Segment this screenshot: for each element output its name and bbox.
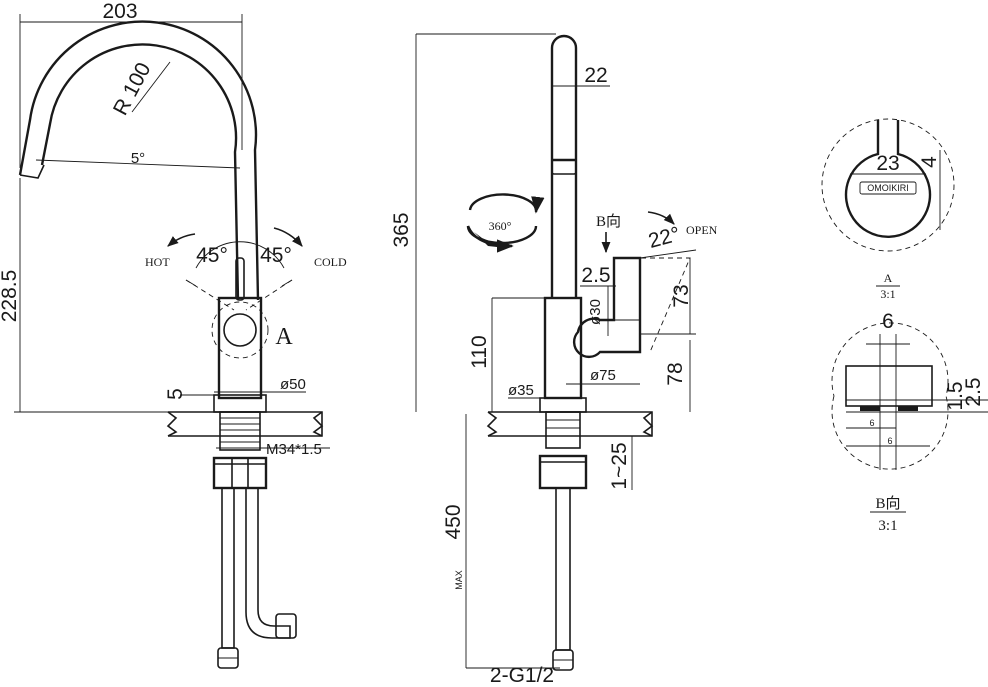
- detail-b-scale: 3:1: [878, 518, 897, 534]
- side-countertop: [488, 411, 653, 437]
- width-203-dim: 203: [102, 0, 137, 23]
- base-thickness-dim: 5: [164, 388, 187, 400]
- open-label: OPEN: [686, 223, 718, 237]
- brand-logo: OMOIKIRI: [867, 183, 909, 193]
- rotation-arrow: [468, 193, 545, 214]
- front-view: 203 R 100 5° 228.5 45° 45° HOT COLD A 5: [0, 0, 347, 669]
- handle-height-dim: 73: [670, 284, 693, 307]
- handle-dia-dim: ø30: [587, 299, 604, 325]
- hose-thread-dim: 2-G1/2: [490, 664, 554, 687]
- spout-dia-dim: 22: [584, 64, 607, 87]
- height-365-dim: 365: [390, 212, 413, 247]
- detail-b-dim-1: 1.5: [944, 381, 967, 410]
- base-dia-dim: ø50: [280, 376, 306, 393]
- cold-angle: 45°: [260, 244, 292, 267]
- handle-reach-dim: ø75: [590, 367, 616, 384]
- faucet-body: [217, 296, 263, 400]
- detail-a: 23 4 OMOIKIRI A 3:1: [821, 118, 955, 301]
- detail-a-depth: 4: [918, 156, 941, 168]
- spout-outer: [18, 20, 260, 301]
- hot-angle: 45°: [196, 244, 228, 267]
- detail-a-width: 23: [876, 152, 899, 175]
- radius-dim: R 100: [109, 59, 156, 119]
- cold-label: COLD: [314, 255, 347, 269]
- body-height-dim: 110: [468, 335, 491, 368]
- thread-dim: M34*1.5: [266, 441, 322, 458]
- side-handle: [573, 256, 642, 359]
- side-view: 22 365 360° B向 OPEN 22° 2.5 ø30 73: [390, 33, 718, 687]
- detail-a-caption: A: [884, 271, 893, 285]
- rotation-label: 360°: [489, 219, 512, 233]
- hose-length-dim: 450: [442, 504, 465, 539]
- detail-b-caption: B向: [875, 495, 900, 512]
- detail-a-scale: 3:1: [880, 287, 895, 301]
- open-angle: 22°: [646, 223, 683, 253]
- counter-thickness-dim: 1~25: [608, 442, 631, 489]
- spout-inner: [40, 43, 240, 301]
- hose-max-label: MAX: [454, 570, 464, 590]
- spout-angle-dim: 5°: [131, 150, 145, 167]
- body-dia-dim: ø35: [508, 382, 534, 399]
- detail-a-handle: [844, 120, 932, 238]
- height-228-dim: 228.5: [0, 270, 21, 323]
- detail-b-dim-2: 2.5: [962, 377, 985, 406]
- detail-b-handle: [845, 365, 933, 407]
- detail-b-inner-2: 6: [887, 436, 892, 446]
- hose-right: [245, 487, 291, 639]
- mounting-nut: [212, 456, 268, 490]
- view-b-ref: B向: [596, 213, 621, 230]
- side-hose: [555, 487, 571, 651]
- threaded-shank: [219, 411, 261, 451]
- lever-handle: [235, 257, 245, 301]
- detail-b-inner-1: 6: [869, 418, 874, 428]
- detail-b: 6 1.5 2.5 6 6 B向 3:1: [831, 310, 988, 534]
- hot-label: HOT: [145, 255, 170, 269]
- detail-b-width: 6: [882, 310, 894, 333]
- spout-tube: [550, 34, 578, 298]
- detail-a-ref: A: [275, 324, 293, 350]
- handle-base-dim: 78: [664, 362, 687, 385]
- handle-gap-dim: 2.5: [581, 264, 610, 287]
- hose-left: [221, 487, 235, 649]
